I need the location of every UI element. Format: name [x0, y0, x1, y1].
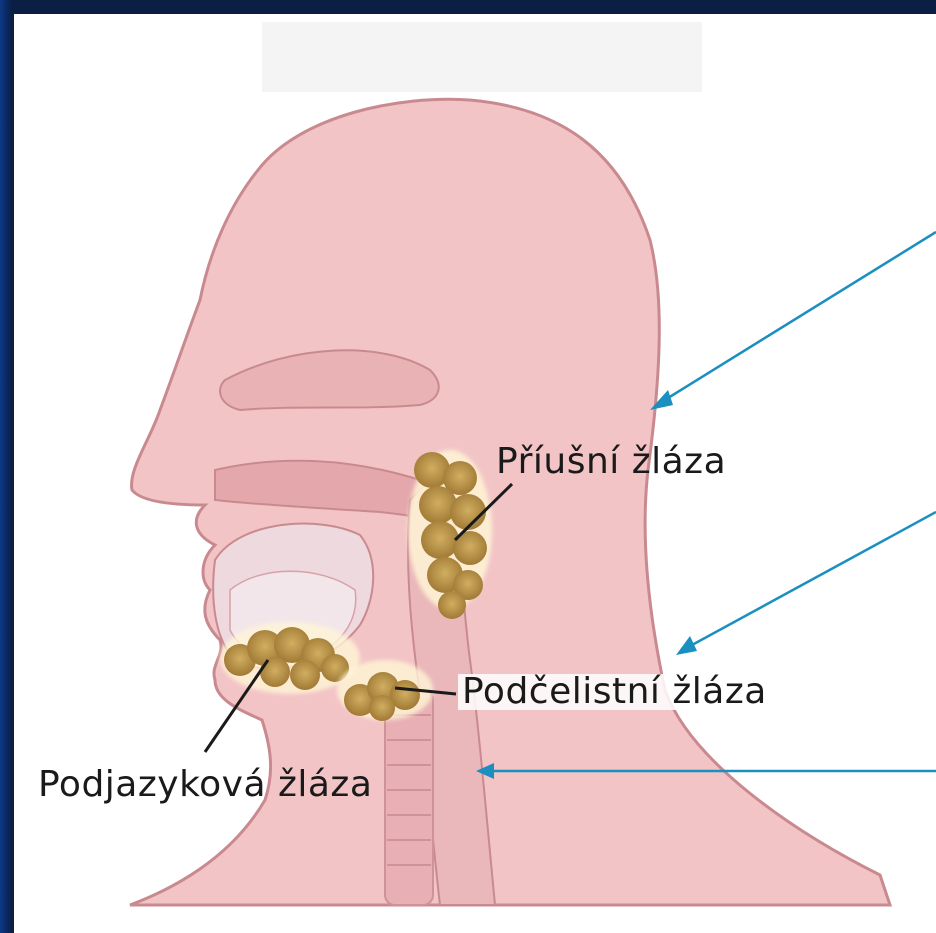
arrow-2-line	[692, 512, 936, 645]
arrow-1-line	[668, 232, 936, 398]
faint-header-box	[262, 22, 702, 92]
submandibular-gland-label: Podčelistní žláza	[458, 674, 771, 710]
arrow-2-head	[676, 636, 697, 655]
parotid-gland-label: Příušní žláza	[496, 444, 726, 480]
sublingual-gland-label: Podjazyková žláza	[38, 767, 372, 803]
trachea	[385, 690, 433, 905]
